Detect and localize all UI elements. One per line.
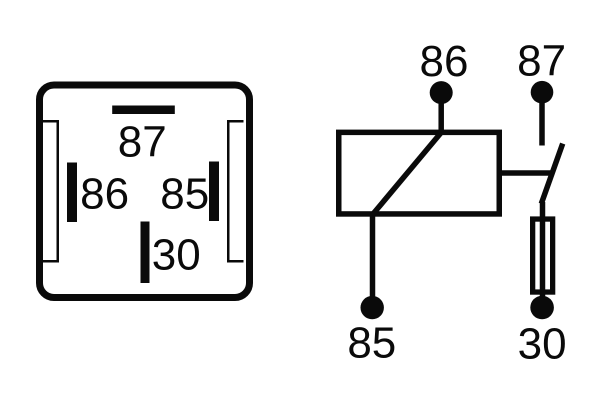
svg-text:86: 86: [80, 170, 129, 219]
svg-text:85: 85: [347, 319, 396, 368]
svg-text:85: 85: [160, 170, 209, 219]
svg-text:87: 87: [118, 118, 167, 167]
svg-text:86: 86: [420, 37, 469, 86]
svg-text:30: 30: [152, 231, 201, 280]
svg-text:87: 87: [517, 37, 566, 86]
svg-text:30: 30: [518, 320, 567, 369]
